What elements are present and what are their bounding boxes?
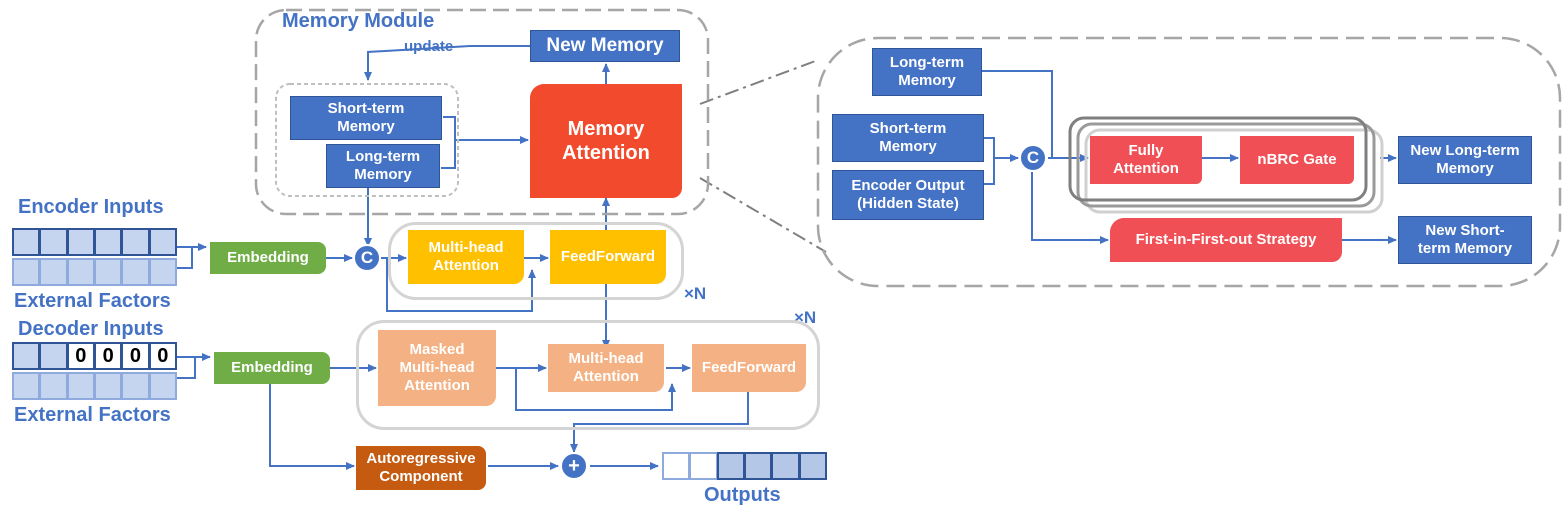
decoder-inputs-label: Decoder Inputs [18,318,164,340]
sequence-cell [662,452,691,480]
memory-store-frame [275,83,459,197]
residual-enc [386,258,536,312]
encoder-inputs-label: Encoder Inputs [18,196,164,218]
sequence-cell [39,342,68,370]
encoder-external-label: External Factors [14,290,171,312]
sequence-cell [94,228,123,256]
detail-short-term-box: Short-term Memory [832,114,984,162]
encoder-external-sequence [12,258,177,286]
decoder-multihead-box: Multi-head Attention [548,344,664,392]
d-lt-line [982,70,1053,158]
encoder-input-sequence [12,228,177,256]
sequence-cell: 0 [121,342,150,370]
long-term-memory-box: Long-term Memory [326,144,440,188]
encoder-layer-frame [388,222,684,300]
d-st-line [984,137,995,158]
stack-frame-front [1068,116,1368,202]
memory-module-title: Memory Module [282,10,435,32]
sequence-cell [39,372,68,400]
decoder-embedding-box: Embedding [214,352,330,384]
detail-concat-node: C [1019,144,1047,172]
lt-to-merge [441,140,456,169]
decoder-feedforward-box: FeedForward [692,344,806,392]
sequence-cell [121,372,150,400]
decoder-external-sequence [12,372,177,400]
outputs-label: Outputs [704,484,781,506]
sequence-cell [39,258,68,286]
detail-long-term-box: Long-term Memory [872,48,982,96]
sequence-cell [148,372,177,400]
sequence-cell [744,452,773,480]
decoder-external-label: External Factors [14,404,171,426]
sequence-cell: 0 [148,342,177,370]
detail-panel-frame [816,36,1562,288]
nbrc-gate-box: nBRC Gate [1240,136,1354,184]
new-long-term-box: New Long-term Memory [1398,136,1532,184]
sequence-cell [689,452,718,480]
sequence-cell [798,452,827,480]
sequence-cell [66,372,95,400]
d-enc-line [984,158,995,185]
fully-attention-box: Fully Attention [1090,136,1202,184]
sequence-cell [12,228,41,256]
encoder-repeat-label: ×N [684,284,707,303]
sequence-cell [148,258,177,286]
update-arrow [364,45,530,81]
new-memory-box: New Memory [530,30,680,62]
update-label: update [404,38,454,55]
output-sequence [662,452,827,480]
encoder-embedding-box: Embedding [210,242,326,274]
encoder-multihead-box: Multi-head Attention [408,230,524,284]
sequence-cell [148,228,177,256]
sequence-cell [12,342,41,370]
stack-frame-back [1084,128,1384,214]
sequence-cell [771,452,800,480]
stack-frame-mid [1076,122,1376,208]
sequence-cell [39,228,68,256]
autoregressive-box: Autoregressive Component [356,446,486,490]
decoder-layer-frame [356,320,820,430]
d-concat-to-fifo [1031,172,1109,244]
residual-dec [515,368,676,411]
dec-ext-to-embed [176,357,196,379]
memory-module-frame [254,8,710,216]
masked-multihead-box: Masked Multi-head Attention [378,330,496,406]
sequence-cell [12,258,41,286]
ff2-to-plus [570,392,749,453]
embed-to-ar [269,380,355,470]
zoom-line-top [699,59,819,105]
sequence-cell [94,258,123,286]
sequence-cell: 0 [66,342,95,370]
sequence-cell [121,228,150,256]
sequence-cell [716,452,745,480]
short-term-memory-box: Short-term Memory [290,96,442,140]
sequence-cell: 0 [94,342,123,370]
sum-node: + [560,452,588,480]
sequence-cell [94,372,123,400]
new-short-term-box: New Short- term Memory [1398,216,1532,264]
fifo-strategy-box: First-in-First-out Strategy [1110,218,1342,262]
sequence-cell [121,258,150,286]
st-to-merge [443,116,456,140]
sequence-cell [12,372,41,400]
ext-to-embed [176,247,193,269]
encoder-concat-node: C [353,244,381,272]
memory-attention-box: Memory Attention [530,84,682,198]
zoom-line-bottom [699,177,827,253]
sequence-cell [66,228,95,256]
detail-encoder-output-box: Encoder Output (Hidden State) [832,170,984,220]
sequence-cell [66,258,95,286]
encoder-feedforward-box: FeedForward [550,230,666,284]
